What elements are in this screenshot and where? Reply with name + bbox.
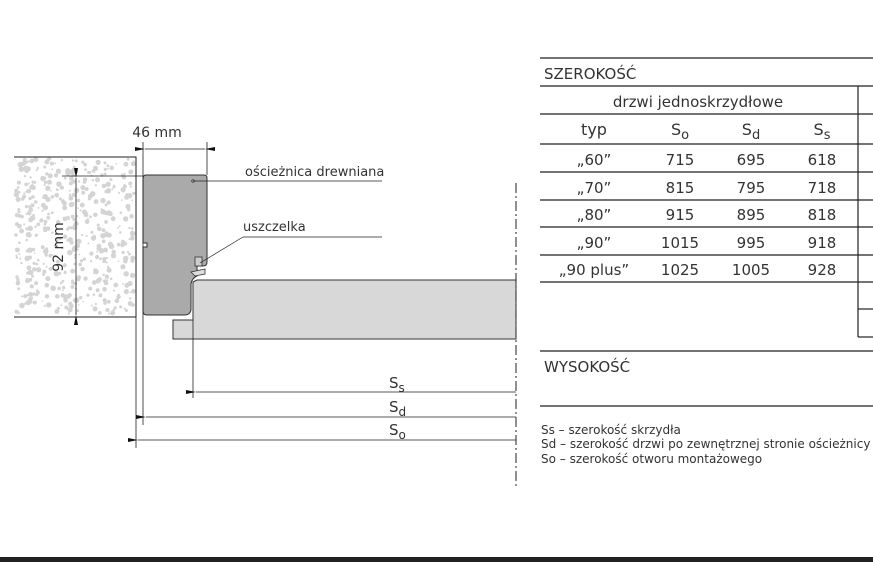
- table-cell: 818: [808, 206, 837, 224]
- dimensions-table: [540, 57, 873, 407]
- dimension-ss-label: Ss: [389, 374, 405, 395]
- table-cell: 695: [737, 151, 766, 169]
- section-width-title: SZEROKOŚĆ: [544, 64, 636, 83]
- table-cell: „70”: [577, 179, 612, 197]
- bottom-border: [0, 557, 873, 562]
- group-header: drzwi jednoskrzydłowe: [613, 93, 783, 111]
- table-cell: „90”: [577, 234, 612, 252]
- seal-label: uszczelka: [243, 220, 306, 235]
- legend-ss: Ss – szerokość skrzydła: [541, 423, 681, 437]
- table-cell: 795: [737, 179, 766, 197]
- dimension-sd-label: Sd: [389, 398, 406, 419]
- table-cell: 1015: [661, 234, 699, 252]
- column-header-sd: Sd: [742, 120, 760, 143]
- table-row: „90 plus” 1025 1005 928: [559, 261, 837, 279]
- legend-so: So – szerokość otworu montażowego: [541, 452, 762, 466]
- width-dimension-label: 46 mm: [132, 125, 182, 141]
- table-cell: 815: [666, 179, 695, 197]
- table-cell: 995: [737, 234, 766, 252]
- table-cell: 1005: [732, 261, 770, 279]
- table-cell: 928: [808, 261, 837, 279]
- table-cell: 718: [808, 179, 837, 197]
- column-header-so: So: [671, 120, 689, 143]
- table-cell: „80”: [577, 206, 612, 224]
- column-header-ss: Ss: [814, 120, 831, 143]
- legend-sd: Sd – szerokość drzwi po zewnętrznej stro…: [541, 437, 870, 451]
- table-cell: 915: [666, 206, 695, 224]
- table-cell: 618: [808, 151, 837, 169]
- table-cell: 715: [666, 151, 695, 169]
- table-row: „80” 915 895 818: [577, 206, 837, 224]
- table-row: „90” 1015 995 918: [577, 234, 837, 252]
- dimension-so-label: So: [389, 421, 406, 442]
- height-dimension-label: 92 mm: [51, 222, 67, 272]
- frame-label: ościeżnica drewniana: [245, 165, 384, 180]
- wooden-frame: [142, 174, 208, 316]
- table-cell: 895: [737, 206, 766, 224]
- table-header-row: typ So Sd Ss: [581, 120, 831, 143]
- door-leaf: [172, 279, 517, 340]
- table-cell: „60”: [577, 151, 612, 169]
- table-row: „60” 715 695 618: [577, 151, 837, 169]
- table-cell: 918: [808, 234, 837, 252]
- section-height-title: WYSOKOŚĆ: [544, 357, 630, 376]
- table-row: „70” 815 795 718: [577, 179, 837, 197]
- table-cell: „90 plus”: [559, 261, 629, 279]
- table-cell: 1025: [661, 261, 699, 279]
- wall-section: [13, 156, 137, 318]
- column-header-typ: typ: [581, 120, 607, 139]
